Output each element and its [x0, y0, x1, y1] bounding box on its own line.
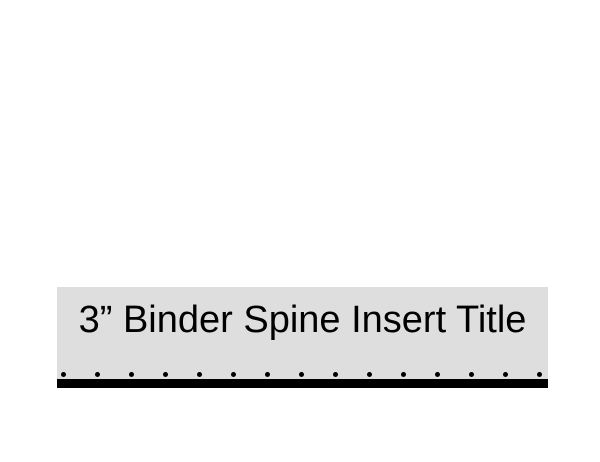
perforation-dot [435, 372, 440, 377]
perforation-dot [265, 372, 270, 377]
perforation-dot [197, 372, 202, 377]
perforation-dot [367, 372, 372, 377]
spine-bottom-rule [57, 379, 548, 388]
perforation-dot [333, 372, 338, 377]
perforation-dot [129, 372, 134, 377]
perforation-dot [401, 372, 406, 377]
perforation-dot [61, 372, 66, 377]
perforation-dot [537, 372, 542, 377]
perforation-dot [163, 372, 168, 377]
perforation-dot [503, 372, 508, 377]
binder-spine-insert-panel[interactable]: 3” Binder Spine Insert Title [57, 287, 548, 388]
perforation-dot [469, 372, 474, 377]
perforation-dot-row [57, 372, 548, 380]
spine-insert-title[interactable]: 3” Binder Spine Insert Title [78, 299, 527, 341]
perforation-dot [95, 372, 100, 377]
perforation-dot [299, 372, 304, 377]
perforation-dot [231, 372, 236, 377]
